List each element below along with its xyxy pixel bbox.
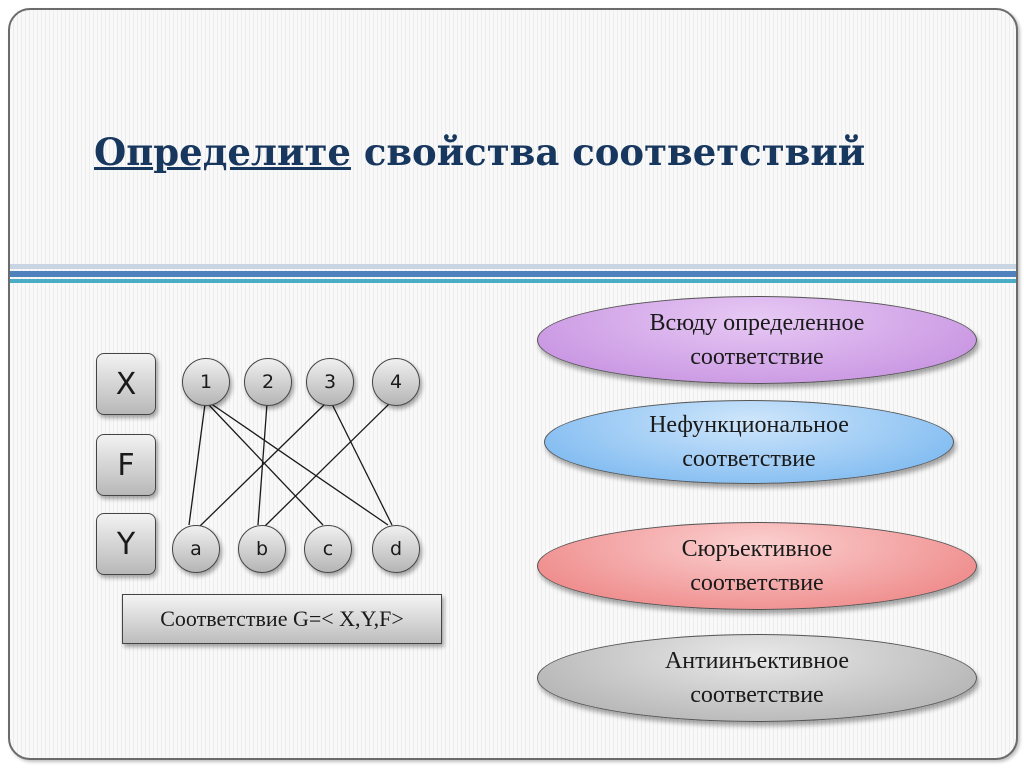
edge-1-d xyxy=(209,402,389,526)
option-line-2: соответствие xyxy=(690,344,824,370)
edge-3-a xyxy=(199,403,326,527)
edge-1-a xyxy=(188,403,206,526)
edge-4-b xyxy=(264,403,390,527)
title-underlined-word: Определите xyxy=(94,130,351,174)
y-node-c: c xyxy=(304,525,352,573)
x-node-1: 1 xyxy=(182,358,230,406)
correspondence-formula: Соответствие G=< X,Y,F> xyxy=(122,594,442,644)
option-line-1: Нефункциональное xyxy=(649,412,849,438)
edge-1-c xyxy=(207,403,324,526)
x-node-4: 4 xyxy=(372,358,420,406)
y-node-b: b xyxy=(238,525,286,573)
correspondence-f-box: F xyxy=(96,434,156,496)
title-rest: свойства соответствий xyxy=(350,130,866,174)
option-line-2: соответствие xyxy=(690,682,824,708)
divider-line-light xyxy=(10,264,1016,269)
divider-line-blue xyxy=(10,271,1016,277)
option-surjective[interactable]: Сюръективное соответствие xyxy=(537,522,977,610)
option-line-1: Антиинъективное xyxy=(664,648,850,674)
x-node-3: 3 xyxy=(306,358,354,406)
set-x-box: X xyxy=(96,353,156,415)
y-node-d: d xyxy=(372,525,420,573)
option-anti-injective[interactable]: Антиинъективное соответствие xyxy=(537,634,977,722)
x-node-2: 2 xyxy=(244,358,292,406)
divider-line-teal xyxy=(10,279,1016,283)
option-non-functional[interactable]: Нефункциональное соответствие xyxy=(544,400,954,484)
option-line-1: Всюду определенное xyxy=(649,310,865,336)
option-line-2: соответствие xyxy=(690,570,824,596)
slide-title: Определите свойства соответствий xyxy=(94,130,865,174)
option-line-1: Сюръективное xyxy=(681,536,833,562)
option-line-2: соответствие xyxy=(682,446,816,472)
option-everywhere-defined[interactable]: Всюду определенное соответствие xyxy=(537,296,977,384)
title-divider xyxy=(10,264,1016,286)
set-y-box: Y xyxy=(96,513,156,575)
correspondence-edges xyxy=(188,402,393,527)
slide: Определите свойства соответствий X F Y 1… xyxy=(8,8,1018,760)
edge-3-d xyxy=(331,403,393,526)
y-node-a: a xyxy=(172,525,220,573)
